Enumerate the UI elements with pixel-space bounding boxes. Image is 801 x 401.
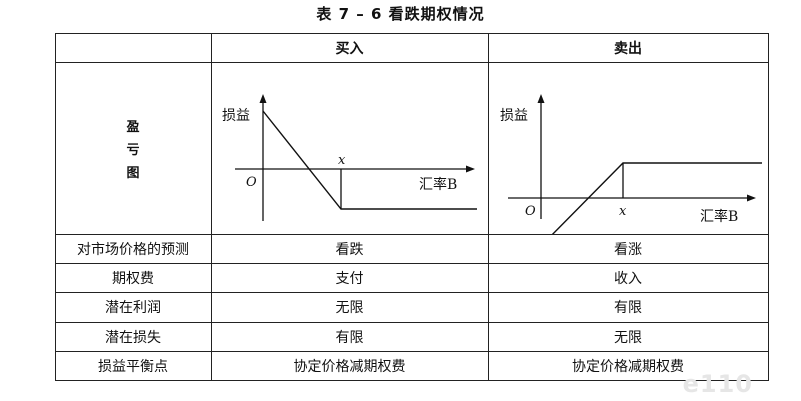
sell-premium: 收入 [614, 270, 642, 287]
row-label-market-forecast: 对市场价格的预测 [77, 241, 189, 258]
row-divider [55, 322, 769, 323]
y-axis-label: 损益 [222, 108, 250, 124]
sell-potential-loss: 无限 [614, 329, 642, 346]
watermark-logo: e110 [682, 370, 753, 398]
x-axis-arrow [466, 165, 475, 173]
row-label-char: 图 [126, 165, 140, 181]
row-divider [55, 351, 769, 352]
row-label-potential-profit: 潜在利润 [105, 300, 161, 316]
buy-potential-profit: 无限 [335, 300, 364, 316]
row-label-char: 盈 [126, 119, 140, 135]
row-divider [55, 234, 769, 235]
y-axis-arrow [259, 94, 267, 103]
row-label-char: 亏 [126, 142, 140, 158]
row-divider [55, 263, 769, 264]
y-axis-label: 损益 [500, 108, 528, 124]
origin-label: O [525, 204, 536, 219]
buy-market-forecast: 看跌 [335, 241, 364, 258]
sell-potential-profit: 有限 [614, 300, 642, 316]
row-label-breakeven: 损益平衡点 [98, 358, 168, 375]
sell-market-forecast: 看涨 [614, 241, 642, 258]
x-axis-arrow [747, 194, 756, 202]
strike-label: x [338, 153, 346, 168]
table-border-top [55, 33, 769, 34]
origin-label: O [246, 175, 257, 190]
column-divider [211, 33, 212, 381]
table-border-right [768, 33, 769, 381]
put-option-table: 买入 卖出 盈 亏 图 损益 O x 汇率B 损益 O x 汇率B 对市场价格的… [55, 33, 769, 381]
payoff-line [262, 110, 477, 210]
x-axis-label: 汇率B [419, 176, 457, 193]
buy-potential-loss: 有限 [335, 329, 364, 346]
buy-premium: 支付 [335, 270, 364, 287]
buy-put-payoff-chart: 损益 O x 汇率B [222, 94, 477, 221]
header-buy: 买入 [335, 40, 364, 57]
table-border-left [55, 33, 56, 381]
row-divider [55, 292, 769, 293]
header-divider [55, 62, 769, 63]
table-border-bottom [55, 380, 769, 381]
column-divider [488, 33, 489, 381]
sell-put-payoff-chart: 损益 O x 汇率B [500, 94, 762, 234]
row-label-premium: 期权费 [112, 270, 154, 287]
sell-breakeven: 协定价格减期权费 [572, 358, 684, 375]
row-label-potential-loss: 潜在损失 [105, 329, 161, 346]
table-title: 表 7 – 6 看跌期权情况 [316, 5, 485, 23]
y-axis-arrow [537, 94, 545, 103]
row-label-profit-loss-chart: 盈 亏 图 [55, 62, 211, 234]
header-sell: 卖出 [614, 40, 642, 57]
x-axis-label: 汇率B [700, 208, 738, 225]
strike-label: x [619, 204, 627, 219]
buy-breakeven: 协定价格减期权费 [293, 358, 406, 375]
